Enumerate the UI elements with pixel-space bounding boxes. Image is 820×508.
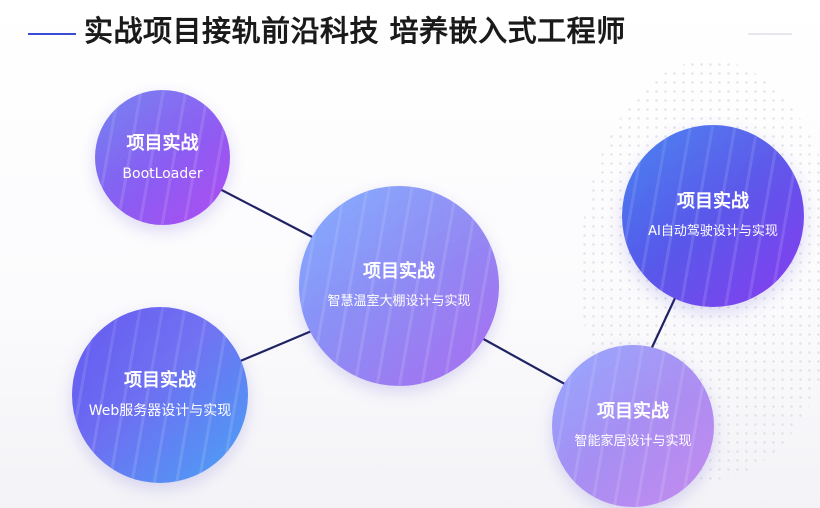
slide-header: 实战项目接轨前沿科技 培养嵌入式工程师 [0,0,820,62]
project-node-smart-greenhouse[interactable]: 项目实战 智慧温室大棚设计与实现 [299,186,499,386]
slide-title: 实战项目接轨前沿科技 培养嵌入式工程师 [84,14,626,48]
project-kicker: 项目实战 [597,401,669,422]
project-node-web-server[interactable]: 项目实战 Web服务器设计与实现 [72,307,248,483]
node-photo-texture [72,307,248,483]
project-kicker: 项目实战 [363,261,435,282]
project-kicker: 项目实战 [126,132,199,154]
project-name: AI自动驾驶设计与实现 [648,224,778,239]
project-name: Web服务器设计与实现 [88,403,232,419]
node-photo-texture [622,125,804,307]
project-node-smart-home[interactable]: 项目实战 智能家居设计与实现 [552,345,714,507]
project-kicker: 项目实战 [124,370,196,391]
project-node-ai-autonomous-driving[interactable]: 项目实战 AI自动驾驶设计与实现 [622,125,804,307]
node-photo-texture [299,186,499,386]
connector-boot-center [211,184,319,241]
project-kicker: 项目实战 [677,191,749,212]
connector-web-center [237,328,315,364]
project-name: 智慧温室大棚设计与实现 [327,294,471,309]
project-name: 智能家居设计与实现 [574,434,692,449]
project-node-bootloader[interactable]: 项目实战 BootLoader [95,90,230,225]
connector-ai-home [647,295,677,357]
title-left-rule [28,33,76,35]
title-right-rule [748,33,792,35]
node-photo-texture [95,90,230,225]
connector-center-home [477,335,573,389]
node-photo-texture [552,345,714,507]
project-name: BootLoader [122,165,203,182]
